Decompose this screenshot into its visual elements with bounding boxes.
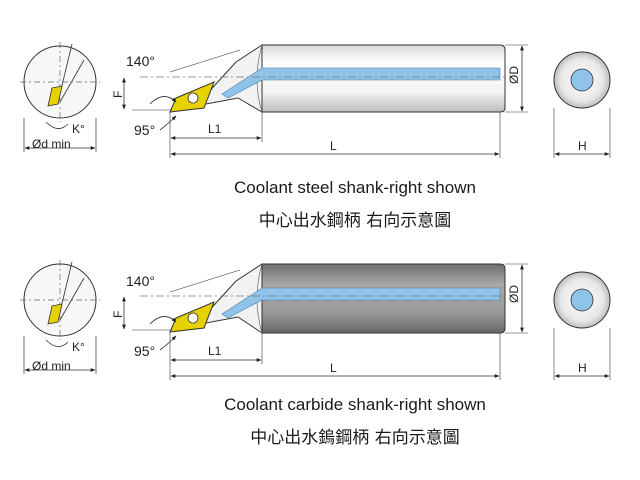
insert-section — [47, 303, 63, 325]
k-angle-label: K° — [72, 122, 85, 136]
diagram-carbide-shank: K° Ød min F 140° 95° L1 L — [20, 260, 611, 380]
caption-carbide-zh: 中心出水鎢鋼柄 右向示意圖 — [250, 428, 460, 448]
l1-label: L1 — [208, 344, 222, 358]
od-label: ØD — [507, 66, 521, 84]
dmin-label: Ød min — [32, 137, 71, 151]
angle-140-label: 140° — [126, 273, 155, 289]
od-label: ØD — [507, 285, 521, 303]
f-label: F — [111, 91, 125, 98]
h-label: H — [578, 139, 587, 153]
k-angle-label: K° — [72, 340, 85, 354]
bore-section-view: K° Ød min — [20, 260, 100, 374]
bore-section-view: K° Ød min — [20, 42, 100, 152]
f-label: F — [111, 311, 125, 318]
angle-95-label: 95° — [134, 122, 155, 138]
angle-95-label: 95° — [134, 343, 155, 359]
diagram-steel-shank: K° Ød min F 140° 95° L1 L — [20, 42, 611, 158]
dmin-label: Ød min — [32, 359, 71, 373]
end-view: H — [553, 51, 611, 158]
side-view-tool: F 140° 95° L1 L ØD — [111, 263, 528, 380]
caption-carbide-en: Coolant carbide shank-right shown — [224, 395, 486, 414]
coolant-channel — [221, 287, 501, 319]
l-label: L — [330, 139, 337, 153]
angle-140-label: 140° — [126, 53, 155, 69]
l-label: L — [330, 361, 337, 375]
insert-section — [47, 85, 63, 107]
end-view: H — [553, 271, 611, 380]
coolant-channel — [221, 67, 501, 99]
coolant-hole — [570, 288, 594, 312]
coolant-hole — [570, 68, 594, 92]
side-view-tool: F 140° 95° L1 L ØD — [111, 44, 528, 158]
caption-steel-en: Coolant steel shank-right shown — [234, 178, 476, 197]
h-label: H — [578, 361, 587, 375]
caption-steel-zh: 中心出水鋼柄 右向示意圖 — [258, 211, 452, 231]
l1-label: L1 — [208, 122, 222, 136]
